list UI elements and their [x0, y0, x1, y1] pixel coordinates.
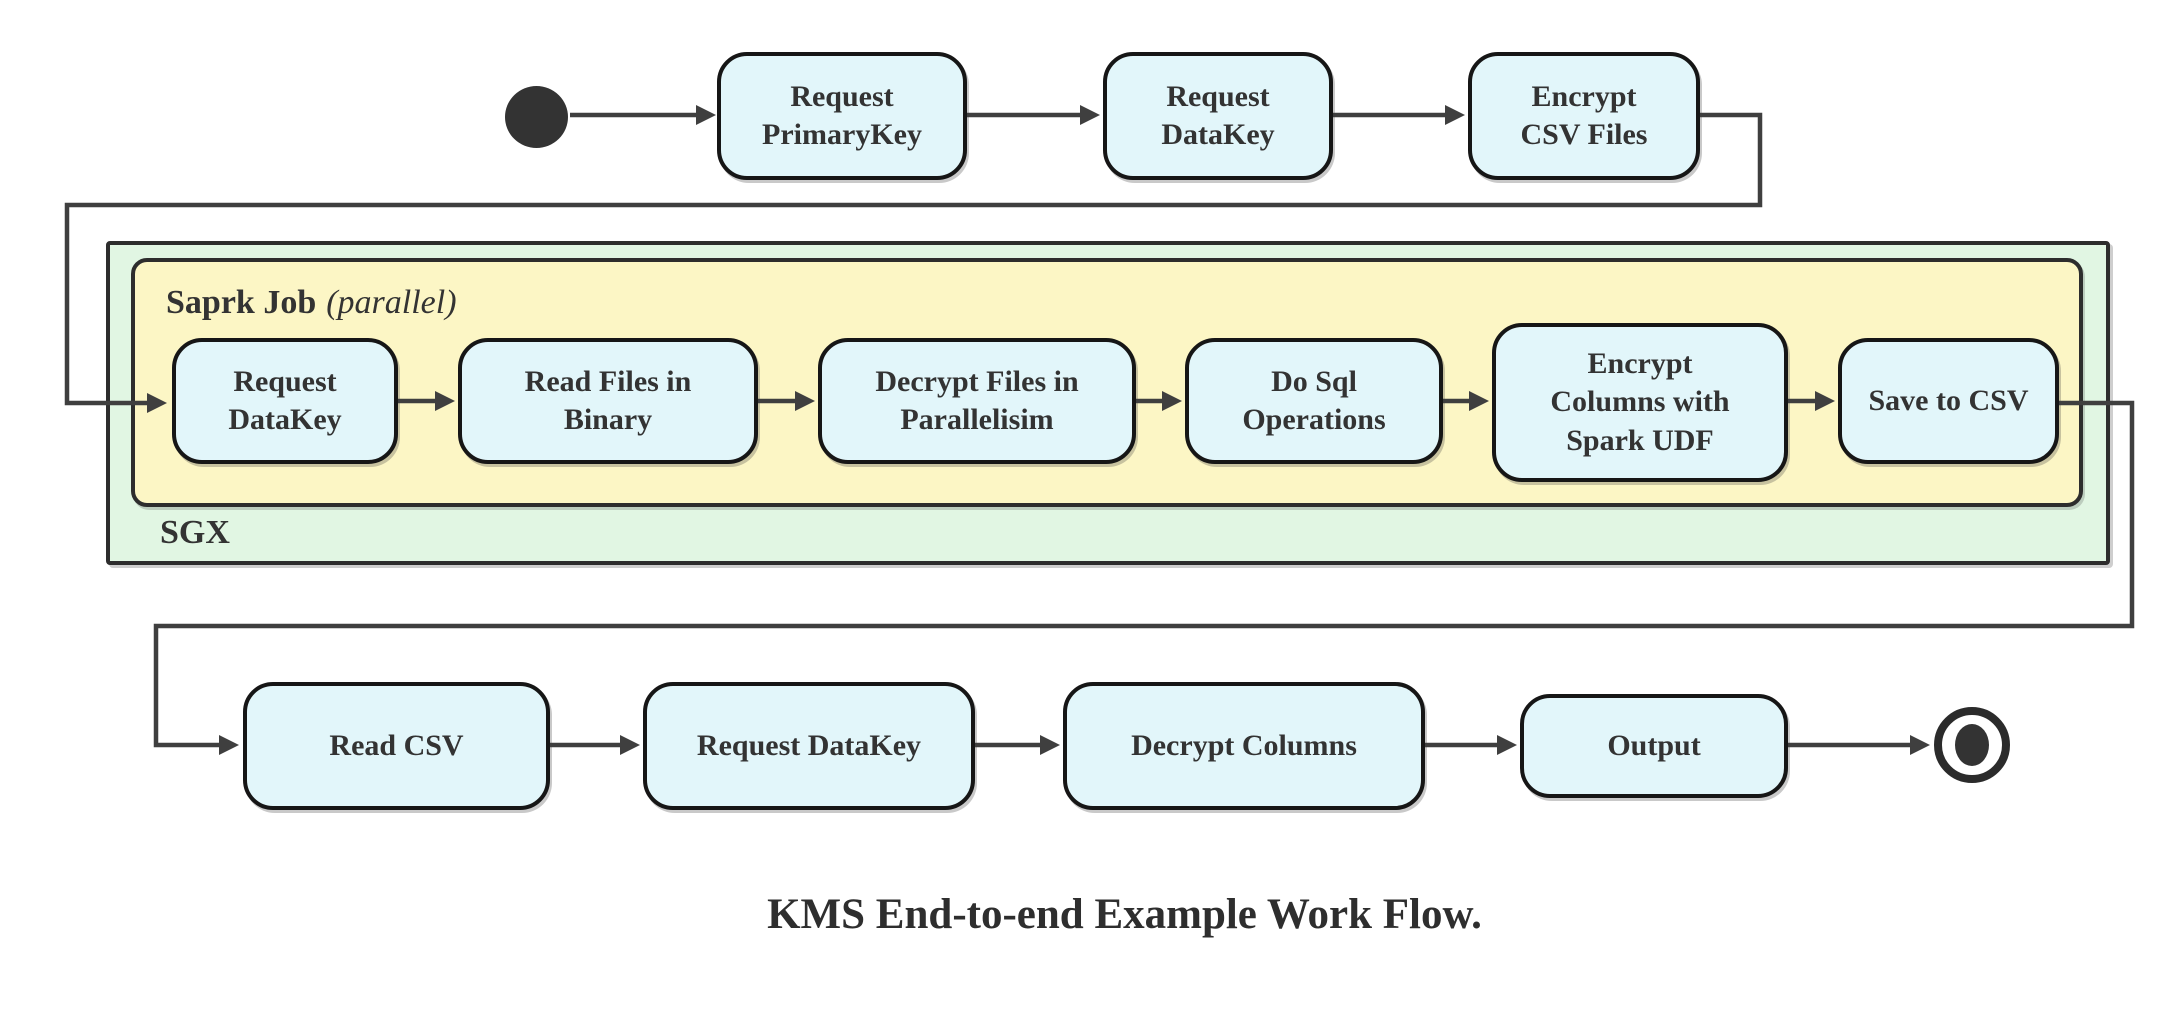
node-label: Decrypt Files in Parallelisim — [875, 364, 1079, 436]
edge-start-to-request-primarykey — [570, 105, 716, 125]
node-output: Output — [1520, 694, 1788, 798]
node-label: Read CSV — [329, 728, 464, 762]
node-label: Do Sql Operations — [1242, 364, 1386, 436]
node-label: Read Files in Binary — [524, 364, 692, 436]
edge-request-primarykey-to-request-datakey — [967, 105, 1100, 125]
node-request-datakey-top: Request DataKey — [1103, 52, 1333, 180]
node-label: Output — [1607, 728, 1701, 762]
node-encrypt-csv-files: Encrypt CSV Files — [1468, 52, 1700, 180]
node-decrypt-columns: Decrypt Columns — [1063, 682, 1425, 810]
node-read-csv: Read CSV — [243, 682, 550, 810]
node-read-files-in-binary: Read Files in Binary — [458, 338, 758, 464]
edge-read-csv-to-request-datakey — [550, 735, 640, 755]
edge-request-datakey-to-encrypt-csv — [1333, 105, 1465, 125]
node-label: Request DataKey — [1161, 79, 1275, 151]
edge-output-to-end — [1788, 735, 1930, 755]
spark-job-parallel-note: (parallel) — [326, 284, 457, 321]
node-label: Decrypt Columns — [1131, 728, 1357, 762]
node-decrypt-files-in-parallelisim: Decrypt Files in Parallelisim — [818, 338, 1136, 464]
start-state-icon — [505, 86, 568, 148]
spark-job-title: Saprk Job — [166, 284, 317, 321]
sgx-label: SGX — [160, 514, 230, 551]
edge-read-files-to-decrypt-files — [758, 391, 815, 411]
edge-save-csv-to-read-csv — [153, 400, 2135, 755]
edge-do-sql-to-encrypt-columns — [1443, 391, 1489, 411]
node-do-sql-operations: Do Sql Operations — [1185, 338, 1443, 464]
node-request-datakey-bottom: Request DataKey — [643, 682, 975, 810]
node-save-to-csv: Save to CSV — [1838, 338, 2059, 464]
diagram-caption: KMS End-to-end Example Work Flow. — [767, 891, 1482, 938]
node-sgx-request-datakey: Request DataKey — [172, 338, 398, 464]
edge-request-datakey-to-decrypt-columns — [975, 735, 1060, 755]
edge-encrypt-columns-to-save-csv — [1788, 391, 1835, 411]
spark-job-label: Saprk Job(parallel) — [166, 284, 457, 322]
edge-encrypt-csv-to-sgx-request-datakey — [64, 112, 1763, 413]
node-label: Save to CSV — [1868, 383, 2029, 417]
edge-decrypt-files-to-do-sql — [1136, 391, 1182, 411]
node-label: Encrypt CSV Files — [1520, 79, 1648, 151]
edge-decrypt-columns-to-output — [1425, 735, 1517, 755]
node-request-primarykey: Request PrimaryKey — [717, 52, 967, 180]
node-label: Request DataKey — [696, 728, 922, 762]
node-label: Request PrimaryKey — [762, 79, 922, 151]
node-label: Encrypt Columns with Spark UDF — [1550, 347, 1730, 457]
node-label: Request DataKey — [228, 364, 342, 436]
end-state-core-icon — [1955, 724, 1989, 766]
edge-sgx-request-datakey-to-read-files — [398, 391, 455, 411]
node-encrypt-columns-with-spark-udf: Encrypt Columns with Spark UDF — [1492, 323, 1788, 482]
end-state-icon — [1934, 707, 2010, 783]
